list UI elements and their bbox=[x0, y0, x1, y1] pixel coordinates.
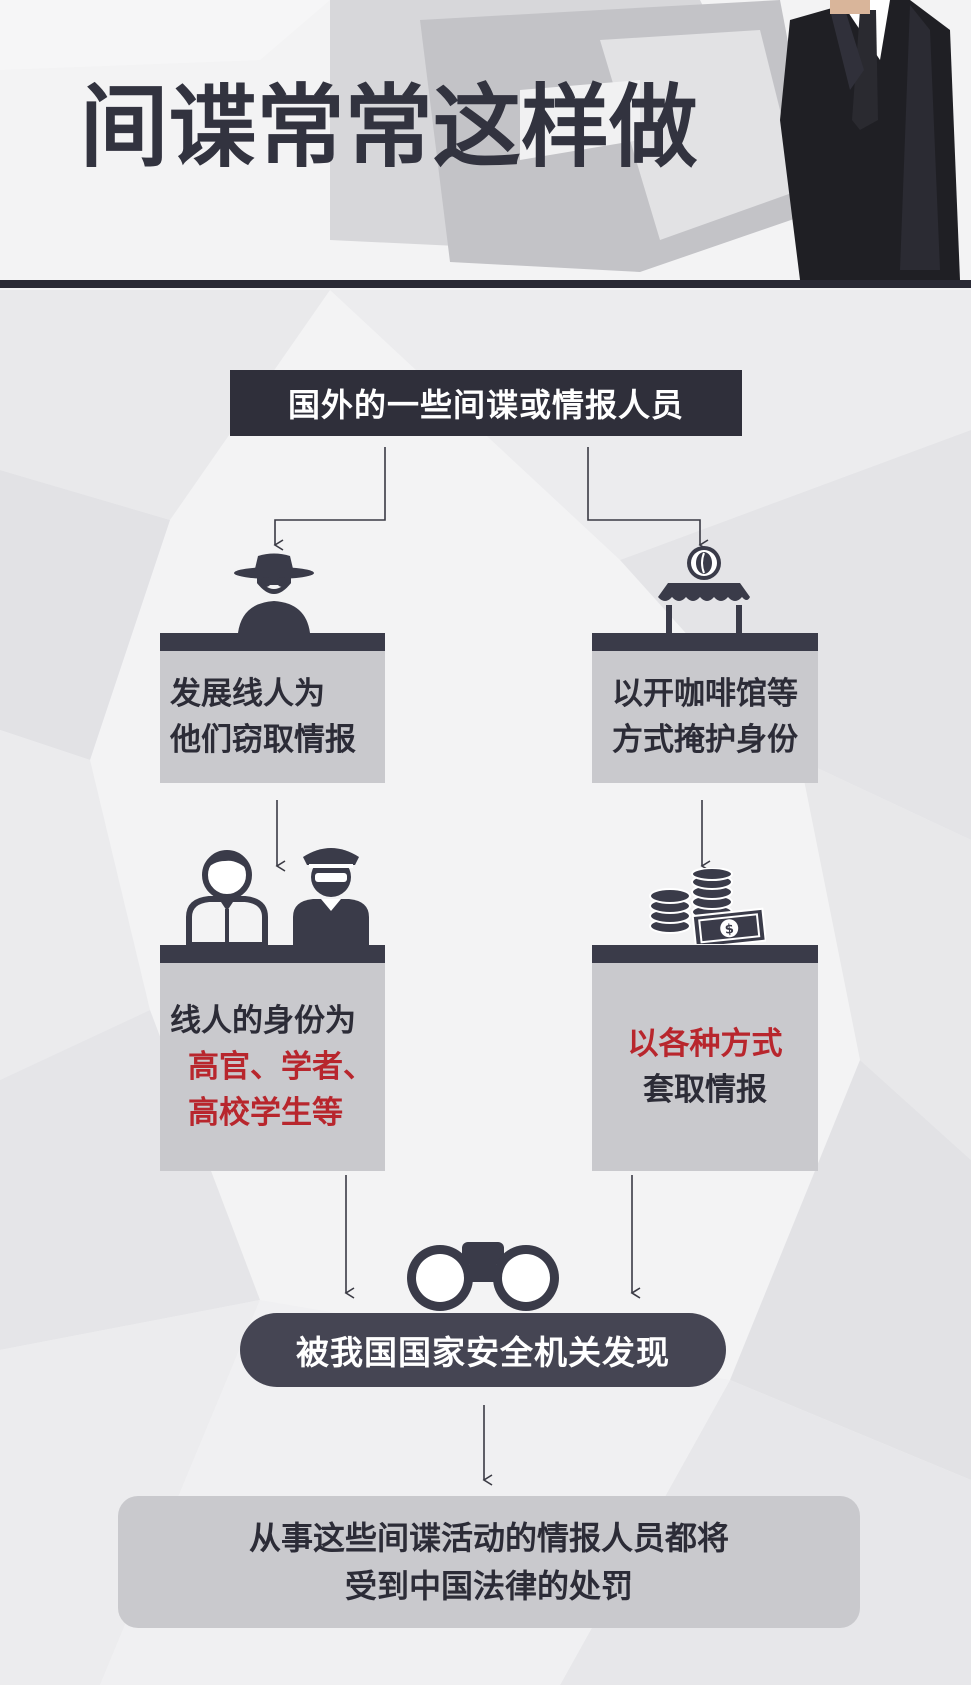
right-step2-bar bbox=[592, 945, 818, 963]
left-step2-bar bbox=[160, 945, 385, 963]
money-icon: $ bbox=[649, 868, 766, 944]
right-step1-line: 方式掩护身份 bbox=[612, 722, 798, 758]
binoculars-icon bbox=[407, 1242, 559, 1311]
spy-icon bbox=[234, 553, 314, 633]
left-step2-highlight: 高官、学者、 bbox=[188, 1049, 374, 1085]
result-line: 从事这些间谍活动的情报人员都将 bbox=[248, 1519, 729, 1557]
right-step1-line: 以开咖啡馆等 bbox=[612, 676, 798, 712]
spy-figure-illustration bbox=[780, 0, 960, 280]
right-step1-bar bbox=[592, 633, 818, 651]
right-step1-panel: 以开咖啡馆等 方式掩护身份 bbox=[592, 651, 818, 783]
left-step2-panel: 线人的身份为 高官、学者、 高校学生等 bbox=[160, 963, 385, 1171]
connector-left-top bbox=[273, 447, 386, 551]
svg-text:$: $ bbox=[724, 922, 735, 938]
page-title: 间谍常常这样做 bbox=[80, 75, 698, 180]
cafe-icon bbox=[658, 546, 750, 633]
result-box: 从事这些间谍活动的情报人员都将 受到中国法律的处罚 bbox=[118, 1496, 860, 1628]
right-step2-highlight: 以各种方式 bbox=[627, 1026, 783, 1062]
informants-icon bbox=[186, 848, 369, 945]
result-line: 受到中国法律的处罚 bbox=[344, 1567, 633, 1605]
source-box: 国外的一些间谍或情报人员 bbox=[230, 370, 742, 436]
left-step1-line: 发展线人为 bbox=[170, 676, 325, 712]
connector-right-top bbox=[587, 447, 709, 551]
header-divider bbox=[0, 280, 971, 288]
left-step1-panel: 发展线人为 他们窃取情报 bbox=[160, 651, 385, 783]
left-step1-line: 他们窃取情报 bbox=[170, 722, 356, 758]
left-step2-highlight: 高校学生等 bbox=[188, 1095, 343, 1131]
right-step2-line: 套取情报 bbox=[643, 1072, 767, 1108]
left-step2-line: 线人的身份为 bbox=[170, 1003, 356, 1039]
left-step1-bar bbox=[160, 633, 385, 651]
discovery-pill: 被我国国家安全机关发现 bbox=[240, 1313, 726, 1387]
right-step2-panel: 以各种方式 套取情报 bbox=[592, 963, 818, 1171]
